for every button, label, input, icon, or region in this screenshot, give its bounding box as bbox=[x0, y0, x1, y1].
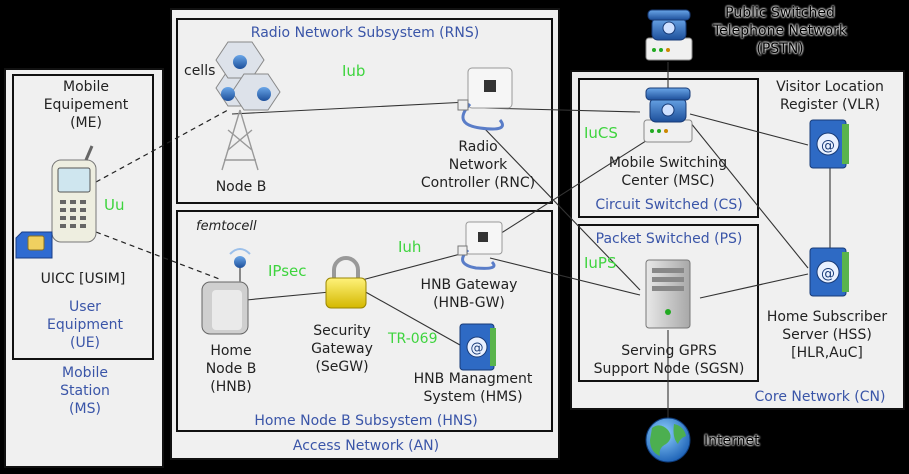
msc-label: Mobile Switching Center (MSC) bbox=[608, 155, 728, 189]
internet-globe-icon bbox=[645, 417, 691, 463]
pstn-label: Public Switched Telephone Network (PSTN) bbox=[712, 5, 847, 57]
iuh-interface-label: Iuh bbox=[398, 238, 422, 256]
segw-label: Security Gateway (SeGW) bbox=[311, 323, 373, 375]
uu-interface-label: Uu bbox=[104, 196, 125, 214]
sgsn-server-icon bbox=[645, 259, 691, 329]
internet-label: Internet bbox=[704, 433, 760, 449]
hnbgw-sgsn-link bbox=[489, 257, 641, 296]
rnc-msc-link bbox=[483, 107, 641, 113]
lock-icon bbox=[325, 256, 367, 309]
pstn-phone-icon bbox=[645, 9, 693, 61]
core-network-title: Core Network (CN) bbox=[754, 389, 886, 405]
iub-interface-label: Iub bbox=[342, 62, 366, 80]
svg-text:@: @ bbox=[821, 138, 835, 154]
hss-book-icon: @ bbox=[809, 247, 849, 297]
svg-text:@: @ bbox=[821, 266, 835, 282]
sim-card-icon bbox=[15, 231, 53, 259]
ipsec-interface-label: IPsec bbox=[268, 262, 307, 280]
hnb-gateway-label: HNB Gateway (HNB-GW) bbox=[420, 277, 518, 311]
hms-book-icon: @ bbox=[459, 323, 496, 371]
hms-label: HNB Managment System (HMS) bbox=[413, 371, 533, 405]
hnb-gateway-icon bbox=[457, 221, 503, 270]
msc-hss-link bbox=[689, 121, 809, 269]
iucs-interface-label: IuCS bbox=[584, 124, 618, 142]
hnb-label: Home Node B (HNB) bbox=[205, 343, 257, 395]
mobile-station-label: Mobile Station (MS) bbox=[60, 365, 110, 417]
iub-link bbox=[231, 101, 469, 115]
uu-link-hnb bbox=[95, 231, 223, 281]
msc-vlr-link bbox=[689, 113, 809, 146]
sgsn-hss-link bbox=[699, 273, 809, 299]
tr069-interface-label: TR-069 bbox=[388, 331, 438, 347]
segw-hnbgw-link bbox=[361, 251, 469, 281]
svg-text:@: @ bbox=[471, 341, 484, 356]
hss-label: Home Subscriber Server (HSS) [HLR,AuC] bbox=[766, 309, 888, 361]
rnc-label: Radio Network Controller (RNC) bbox=[420, 139, 536, 191]
node-b-label: Node B bbox=[215, 179, 267, 195]
iups-interface-label: IuPS bbox=[584, 254, 617, 272]
mobile-phone-icon bbox=[51, 145, 97, 243]
msc-phone-icon bbox=[643, 87, 693, 143]
hnbgw-msc-link bbox=[483, 131, 661, 245]
home-node-b-icon bbox=[201, 248, 251, 335]
user-equipment-label: User Equipment (UE) bbox=[47, 299, 123, 351]
cells-label: cells bbox=[184, 63, 216, 79]
packet-switched-title: Packet Switched (PS) bbox=[595, 231, 743, 247]
hns-title: Home Node B Subsystem (HNS) bbox=[254, 413, 478, 429]
uu-link-nodeb bbox=[95, 109, 229, 183]
vlr-label: Visitor Location Register (VLR) bbox=[776, 79, 884, 113]
sgsn-label: Serving GPRS Support Node (SGSN) bbox=[593, 343, 745, 377]
rnc-sgsn-link bbox=[483, 127, 641, 291]
uicc-label: UICC [USIM] bbox=[40, 271, 126, 287]
mobile-equipment-label: Mobile Equipement (ME) bbox=[43, 79, 129, 131]
femtocell-label: femtocell bbox=[196, 219, 257, 234]
rnc-router-icon bbox=[457, 67, 513, 131]
rns-title: Radio Network Subsystem (RNS) bbox=[250, 25, 480, 41]
circuit-switched-title: Circuit Switched (CS) bbox=[595, 197, 743, 213]
access-network-title: Access Network (AN) bbox=[292, 438, 440, 454]
vlr-book-icon: @ bbox=[809, 119, 849, 169]
hnb-segw-link bbox=[245, 291, 331, 301]
segw-hms-link bbox=[361, 289, 461, 346]
node-b-tower-icon bbox=[215, 41, 281, 171]
